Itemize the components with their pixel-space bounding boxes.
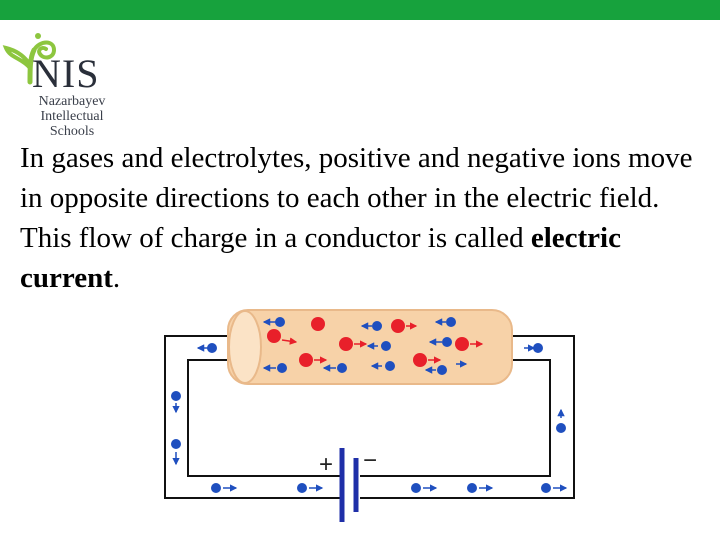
paragraph-text: In gases and electrolytes, positive and … <box>20 142 693 254</box>
positive-ion <box>391 319 418 333</box>
logo-line: Schools <box>49 124 95 139</box>
logo-line: Nazarbayev <box>38 94 106 109</box>
negative-ion <box>424 365 447 375</box>
negative-ion <box>467 483 494 493</box>
negative-ion <box>297 483 324 493</box>
negative-ion <box>524 343 543 353</box>
nis-logo: NIS Nazarbayev Intellectual Schools <box>0 24 130 140</box>
positive-ion <box>413 353 442 367</box>
negative-ion <box>366 341 391 351</box>
positive-ion <box>299 353 328 367</box>
positive-ion <box>455 337 484 351</box>
negative-ion <box>434 317 456 327</box>
header-bar <box>0 0 720 20</box>
battery-minus-label: − <box>363 447 377 474</box>
logo-line: Intellectual <box>40 109 104 124</box>
ions-in-wire <box>171 343 568 493</box>
negative-ion <box>211 483 238 493</box>
positive-ion <box>311 317 325 331</box>
logo-mark: NIS <box>32 51 100 96</box>
battery-plus-label: + <box>319 451 333 478</box>
battery: + − <box>319 447 377 522</box>
negative-ion <box>171 439 181 466</box>
negative-ion <box>556 408 566 433</box>
negative-ion <box>360 321 382 331</box>
ions-in-tube <box>262 317 484 375</box>
negative-ion <box>428 337 452 347</box>
positive-ion <box>267 329 298 345</box>
negative-ion <box>171 391 181 414</box>
leaf-swirl-icon <box>2 33 57 85</box>
positive-ion <box>339 337 368 351</box>
negative-ion <box>262 363 287 373</box>
slide-paragraph: In gases and electrolytes, positive and … <box>20 138 710 298</box>
negative-ion <box>411 483 438 493</box>
paragraph-end: . <box>112 262 121 294</box>
wire <box>164 335 575 499</box>
circuit-diagram: + − <box>164 309 575 522</box>
conductor-tube <box>227 309 513 385</box>
negative-ion <box>196 343 217 353</box>
logo-subtitle: Nazarbayev Intellectual Schools <box>22 94 122 139</box>
negative-ion <box>262 317 285 327</box>
negative-ion <box>370 361 395 371</box>
highlight-term: electric current <box>20 222 621 294</box>
negative-ion <box>322 363 347 373</box>
negative-ion <box>541 483 568 493</box>
